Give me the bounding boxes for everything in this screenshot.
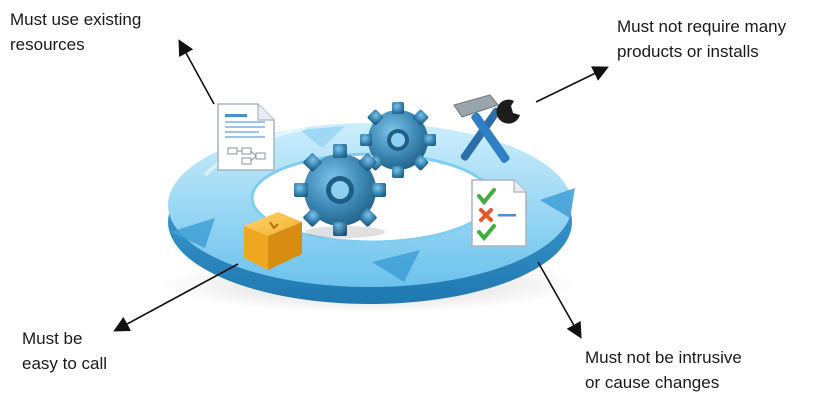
requirement-line: Must not be intrusive [585,348,742,367]
requirement-few-installs: Must not require many products or instal… [617,14,786,64]
package-box-icon [244,212,302,270]
gears-icon [294,102,436,238]
checklist-icon [471,179,527,247]
requirement-easy-to-call: Must be easy to call [22,326,107,376]
requirement-line: easy to call [22,354,108,373]
requirement-line: resources [10,35,85,54]
requirement-line: products or installs [617,42,759,61]
requirement-line: or cause changes [585,373,720,392]
requirement-line: Must not require many [617,17,787,36]
tools-icon [453,94,520,163]
arrow-bottom-left [113,263,239,332]
requirement-existing-resources: Must use existing resources [10,7,141,57]
requirement-line: Must use existing [10,10,142,29]
document-icon [217,103,275,171]
requirement-line: Must be [22,329,83,348]
arrow-top-right [535,66,609,103]
requirement-non-intrusive: Must not be intrusive or cause changes [585,345,742,395]
arrow-top-left [178,39,215,105]
arrow-bottom-right [537,261,582,339]
